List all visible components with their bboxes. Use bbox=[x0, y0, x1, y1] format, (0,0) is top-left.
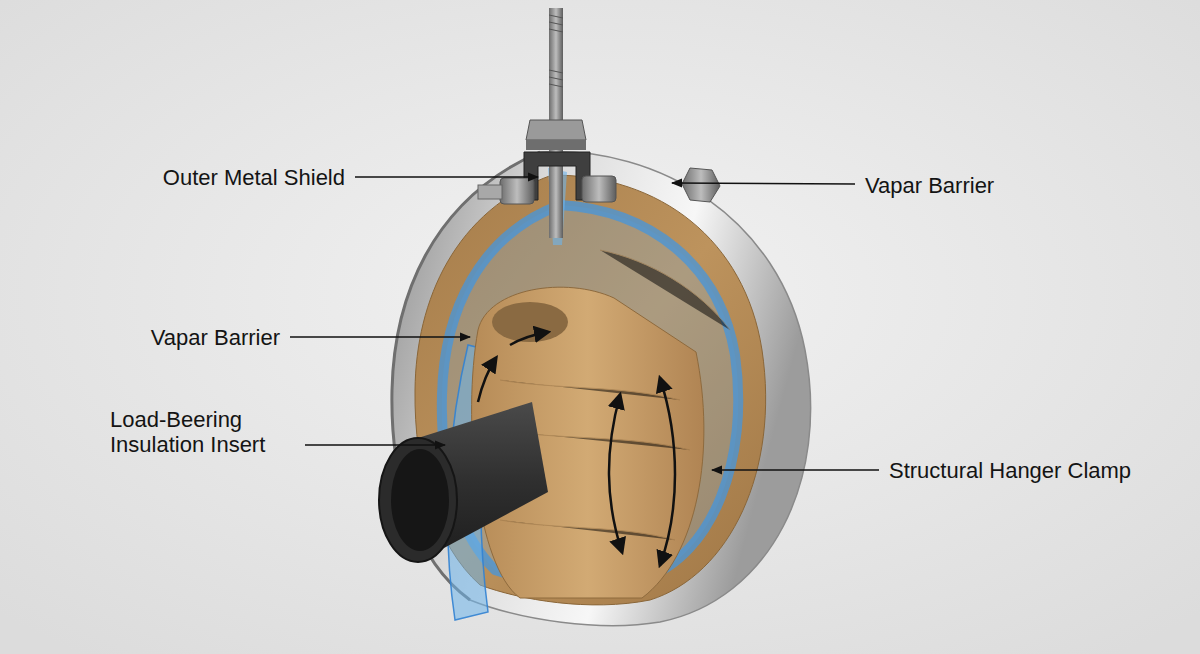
pipe-end bbox=[379, 438, 457, 562]
hanger-clamp bbox=[478, 8, 720, 238]
callout-label: Vapar Barrier bbox=[865, 173, 994, 198]
leader-line bbox=[355, 176, 538, 178]
callout-label: Vapar Barrier bbox=[151, 325, 280, 350]
callout-label: Outer Metal Shield bbox=[163, 165, 345, 190]
load-arrows bbox=[478, 332, 675, 565]
callout-label: Structural Hanger Clamp bbox=[889, 458, 1131, 483]
leader-line bbox=[672, 183, 855, 184]
pipe-bore bbox=[391, 449, 449, 551]
leader-line bbox=[712, 469, 879, 471]
metal-shield bbox=[392, 152, 811, 626]
leader-line bbox=[305, 444, 445, 446]
leader-line bbox=[290, 336, 470, 338]
callout-label: Load-Beering Insulation Insert bbox=[110, 407, 295, 457]
